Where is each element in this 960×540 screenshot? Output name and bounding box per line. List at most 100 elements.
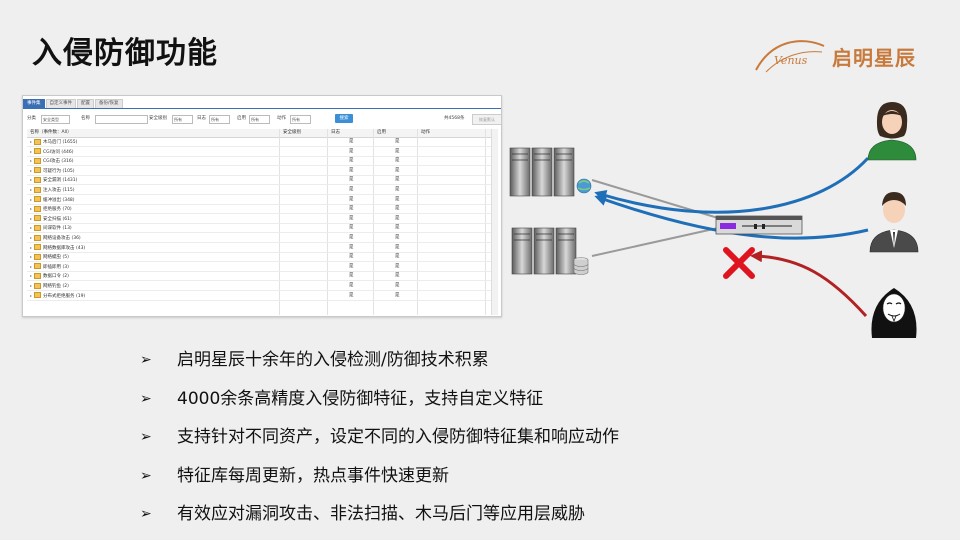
- expand-arrow-icon[interactable]: ▸: [30, 283, 33, 288]
- expand-arrow-icon[interactable]: ▸: [30, 167, 33, 173]
- row-enable-cell: 是: [395, 206, 400, 212]
- row-name: 安全漏洞 (1431): [43, 178, 78, 184]
- row-name: 拒绝服务 (70): [43, 207, 72, 213]
- allowed-traffic-arrow: [594, 156, 870, 214]
- row-log-cell: 是: [349, 263, 354, 269]
- col-log[interactable]: 日志: [331, 130, 340, 135]
- table-row[interactable]: ▸注入攻击 (115)是是: [27, 186, 491, 195]
- enable-select[interactable]: 所有: [249, 115, 270, 124]
- row-enable-cell: 是: [395, 215, 400, 221]
- action-select[interactable]: 所有: [290, 115, 311, 124]
- table-row[interactable]: ▸即插即用 (3)是是: [27, 263, 491, 272]
- row-name: 木马后门 (1655): [43, 140, 78, 145]
- col-action[interactable]: 动作: [421, 130, 430, 135]
- level-select[interactable]: 所有: [172, 115, 193, 124]
- col-name[interactable]: 名称（事件数：All）: [30, 130, 72, 135]
- folder-icon: [34, 186, 42, 193]
- table-row[interactable]: ▸ 可疑行为 (105) 是 是: [27, 167, 491, 176]
- row-log-cell: 是: [349, 167, 354, 173]
- list-item: ➢ 有效应对漏洞攻击、非法扫描、木马后门等应用层威胁: [140, 499, 840, 538]
- row-name: 可疑行为 (105): [43, 168, 75, 174]
- row-enable-cell: 是: [395, 187, 400, 192]
- table-row[interactable]: ▸CGI攻击 (316)是是: [27, 157, 491, 167]
- col-divider: [373, 129, 374, 315]
- table-row[interactable]: ▸网络数据库攻击 (43)是是: [27, 244, 491, 253]
- table-row[interactable]: ▸拒绝服务 (70)是是: [27, 205, 491, 215]
- expand-arrow-icon[interactable]: ▸: [30, 158, 33, 164]
- row-name: CGI访问 (446): [43, 149, 74, 155]
- logo-text: 启明星辰: [832, 46, 916, 70]
- search-button[interactable]: 搜索: [335, 114, 353, 123]
- table-row[interactable]: ▸网络设备攻击 (36)是是: [27, 234, 491, 243]
- row-name: CGI攻击 (316): [43, 159, 74, 165]
- col-divider: [417, 129, 418, 315]
- attack-traffic-arrow: [750, 250, 868, 318]
- arrow-bullet-icon: ➢: [140, 390, 152, 407]
- table-row[interactable]: ▸安全漏洞 (1431)是是: [27, 176, 491, 186]
- table-row[interactable]: ▸CGI访问 (446)是是: [27, 148, 491, 157]
- row-enable-cell: 是: [395, 167, 400, 173]
- arrow-bullet-icon: ➢: [140, 352, 152, 368]
- expand-arrow-icon[interactable]: ▸: [30, 225, 33, 231]
- folder-icon: [34, 148, 42, 155]
- row-log-cell: 是: [349, 244, 354, 250]
- restore-default-button[interactable]: 恢复默认: [472, 114, 501, 125]
- name-label: 名称: [81, 116, 90, 121]
- row-enable-cell: 是: [395, 139, 400, 144]
- table-row[interactable]: ▸分布式拒绝服务 (19)是是: [27, 292, 491, 301]
- col-level[interactable]: 安全级别: [283, 130, 301, 135]
- user-female-icon: [867, 102, 917, 161]
- table-scrollbar[interactable]: [491, 129, 498, 315]
- row-name: 缓冲溢出 (348): [43, 197, 75, 203]
- server-rack-icon: [509, 147, 575, 197]
- table-row[interactable]: ▸缓冲溢出 (348)是是: [27, 196, 491, 205]
- col-divider: [485, 129, 486, 315]
- row-name: 网络数据库攻击 (43): [43, 245, 86, 251]
- total-count: 共4568条: [444, 116, 465, 121]
- list-item: ➢ 支持针对不同资产，设定不同的入侵防御特征集和响应动作: [140, 422, 840, 461]
- ips-device-icon: [715, 215, 803, 235]
- expand-arrow-icon[interactable]: ▸: [30, 177, 33, 183]
- event-table: 名称（事件数：All） 安全级别 日志 启用 动作 ▸木马后门 (1655)是是…: [27, 129, 491, 315]
- name-input[interactable]: [95, 115, 148, 124]
- folder-icon: [34, 167, 42, 174]
- expand-arrow-icon[interactable]: ▸: [30, 215, 33, 221]
- expand-arrow-icon[interactable]: ▸: [30, 148, 33, 154]
- row-log-cell: 是: [349, 215, 354, 221]
- table-row[interactable]: ▸安全扫描 (61)是是: [27, 215, 491, 224]
- expand-arrow-icon[interactable]: ▸: [30, 292, 33, 298]
- row-enable-cell: 是: [395, 225, 400, 231]
- level-label: 安全级别: [149, 116, 167, 121]
- row-log-cell: 是: [349, 177, 354, 183]
- table-row[interactable]: ▸间谍软件 (13)是是: [27, 224, 491, 234]
- row-enable-cell: 是: [395, 292, 400, 298]
- expand-arrow-icon[interactable]: ▸: [30, 139, 33, 144]
- table-row[interactable]: ▸网络蠕虫 (5)是是: [27, 253, 491, 263]
- col-enable[interactable]: 启用: [377, 130, 386, 135]
- expand-arrow-icon[interactable]: ▸: [30, 235, 33, 240]
- row-name: 网络钓鱼 (2): [43, 284, 69, 289]
- row-name: 注入攻击 (115): [43, 188, 75, 193]
- expand-arrow-icon[interactable]: ▸: [30, 206, 33, 212]
- row-name-cell: ▸ 注入攻击 (115): [30, 186, 75, 194]
- list-item-text: 4000余条高精度入侵防御特征，支持自定义特征: [177, 388, 544, 409]
- list-item: ➢ 启明星辰十余年的入侵检测/防御技术积累: [140, 345, 840, 384]
- expand-arrow-icon[interactable]: ▸: [30, 196, 33, 202]
- expand-arrow-icon[interactable]: ▸: [30, 263, 33, 269]
- row-name-cell: ▸ CGI攻击 (316): [30, 157, 74, 165]
- list-item-text: 特征库每周更新，热点事件快速更新: [177, 465, 449, 486]
- expand-arrow-icon[interactable]: ▸: [30, 244, 33, 250]
- category-select[interactable]: 安全类型: [41, 115, 70, 124]
- log-select[interactable]: 所有: [209, 115, 230, 124]
- venus-logo-icon: Venus: [755, 40, 825, 73]
- row-name-cell: ▸ 网络钓鱼 (2): [30, 282, 69, 290]
- expand-arrow-icon[interactable]: ▸: [30, 273, 33, 279]
- table-row[interactable]: ▸数据口令 (2)是是: [27, 272, 491, 282]
- row-log-cell: 是: [349, 148, 354, 154]
- expand-arrow-icon[interactable]: ▸: [30, 187, 33, 192]
- row-enable-cell: 是: [395, 283, 400, 288]
- row-name-cell: ▸ 安全漏洞 (1431): [30, 176, 77, 184]
- expand-arrow-icon[interactable]: ▸: [30, 254, 33, 260]
- table-row[interactable]: ▸木马后门 (1655)是是: [27, 138, 491, 147]
- table-row[interactable]: ▸网络钓鱼 (2)是是: [27, 282, 491, 291]
